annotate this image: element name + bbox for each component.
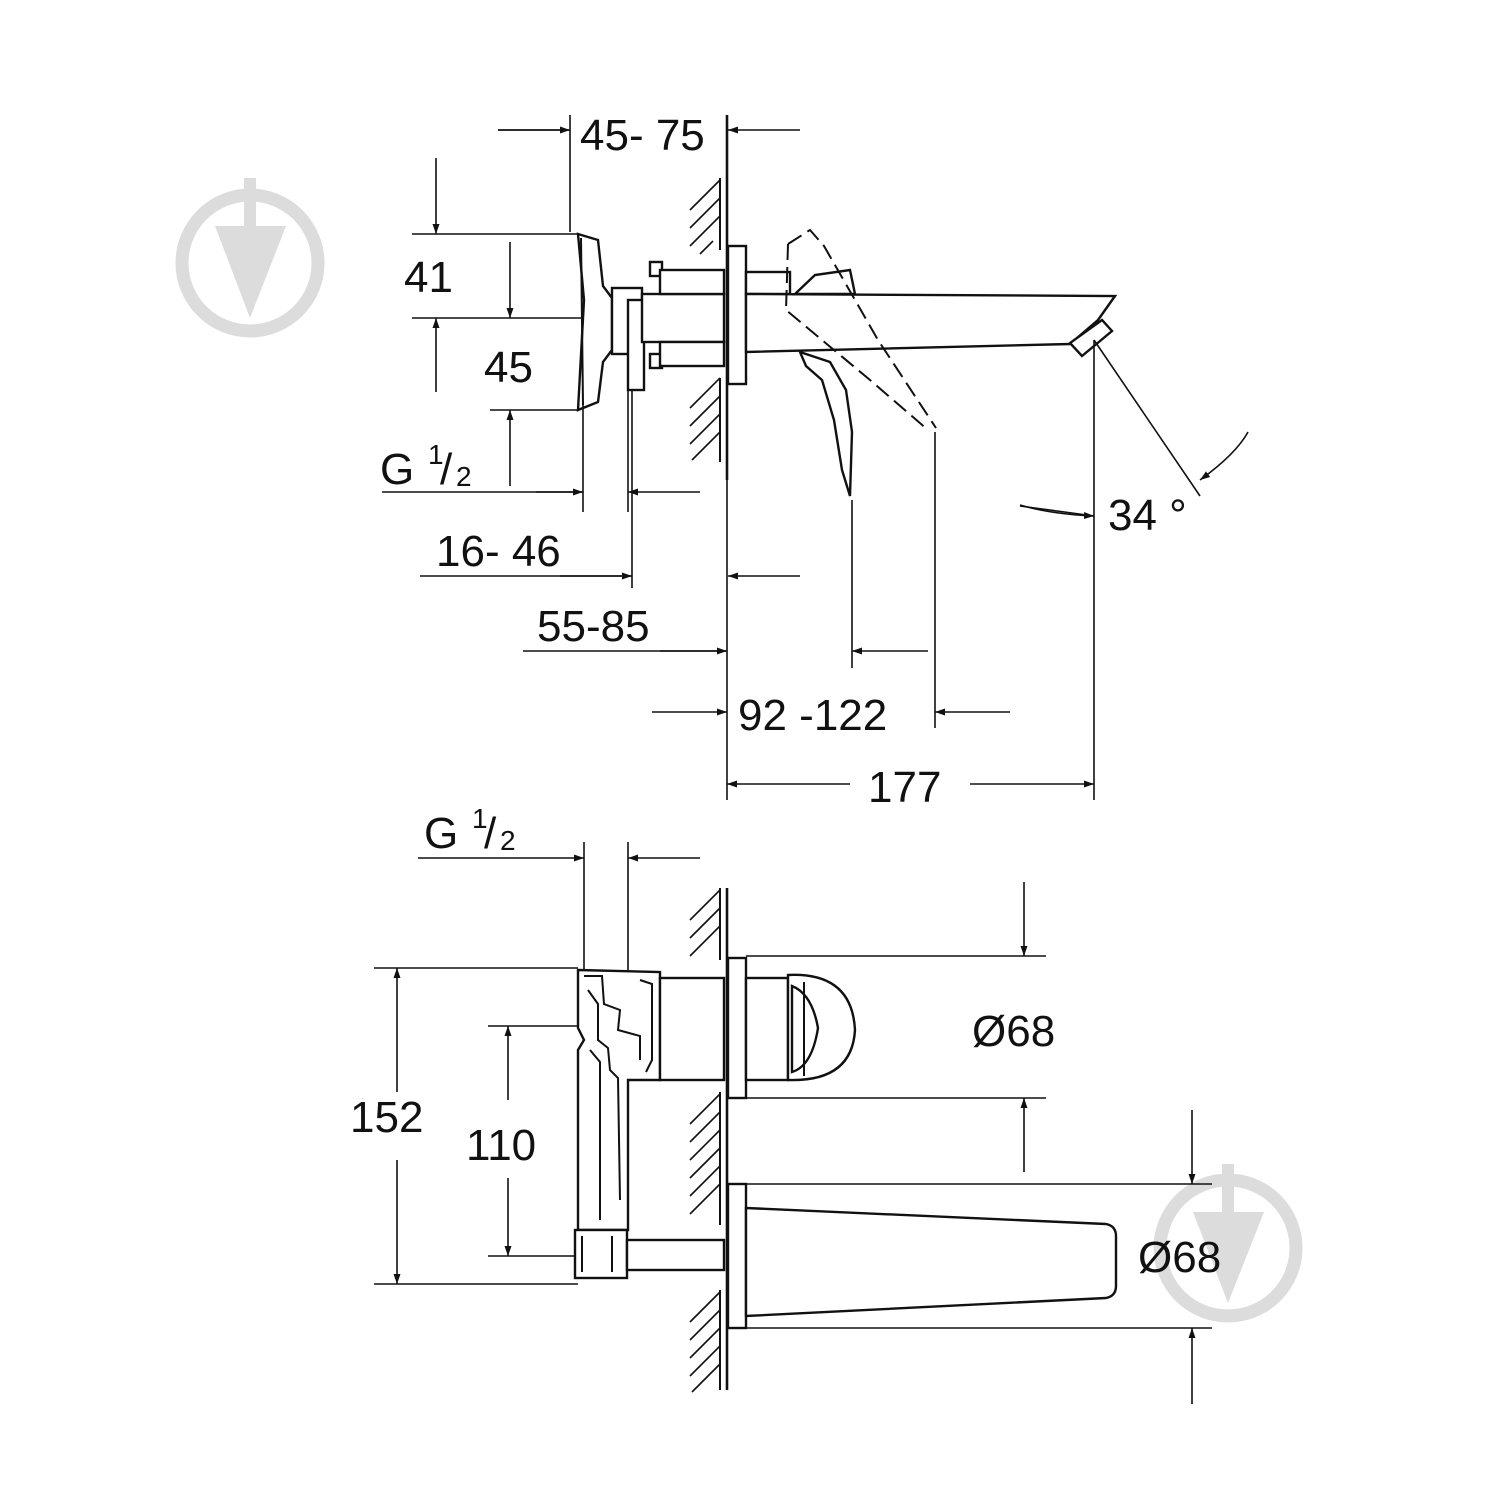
diameter-rosette-label: Ø68 (972, 1007, 1055, 1056)
side-view: 45- 75 41 45 G 1 / 2 16- 46 55-85 92 -12… (380, 111, 1249, 812)
concealed-body-top (573, 968, 726, 1280)
extension-lines-top (374, 842, 1212, 1329)
concealed-body-side (576, 232, 726, 412)
thread-prefix: G (424, 809, 458, 858)
thread-denominator: 2 (456, 461, 472, 492)
thread-numerator: 1 (428, 439, 444, 470)
thread-prefix: G (380, 445, 414, 494)
dim-16-46-label: 16- 46 (436, 527, 561, 576)
thread-label-side: G 1 / 2 (380, 439, 472, 494)
dimension-arrows-side (432, 126, 1249, 788)
dim-45-75-label: 45- 75 (580, 111, 705, 160)
top-view: G 1 / 2 152 110 Ø68 Ø68 (350, 803, 1221, 1404)
thread-slash: / (484, 809, 497, 858)
dim-110-label: 110 (466, 1121, 536, 1170)
wall-section-bottom (689, 888, 729, 1393)
dim-177-label: 177 (868, 763, 941, 812)
dimension-arrows-top (393, 854, 1196, 1404)
dim-152-label: 152 (350, 1093, 423, 1142)
handle-top-view (726, 956, 857, 1100)
diameter-spout-label: Ø68 (1138, 1233, 1221, 1282)
thread-slash: / (440, 445, 453, 494)
thread-numerator: 1 (472, 803, 488, 834)
dim-45-label: 45 (484, 343, 533, 392)
thread-denominator: 2 (500, 825, 516, 856)
angle-label: 34 ° (1108, 491, 1187, 540)
dim-41-label: 41 (404, 253, 453, 302)
dim-55-85-label: 55-85 (537, 602, 650, 651)
watermark-logo-bottom (1153, 1164, 1303, 1323)
spout-top-view (726, 1182, 1118, 1330)
dim-92-122-label: 92 -122 (738, 691, 887, 740)
mixer-side (726, 228, 1118, 497)
thread-label-top: G 1 / 2 (424, 803, 516, 858)
watermark-logo-top (175, 178, 325, 338)
